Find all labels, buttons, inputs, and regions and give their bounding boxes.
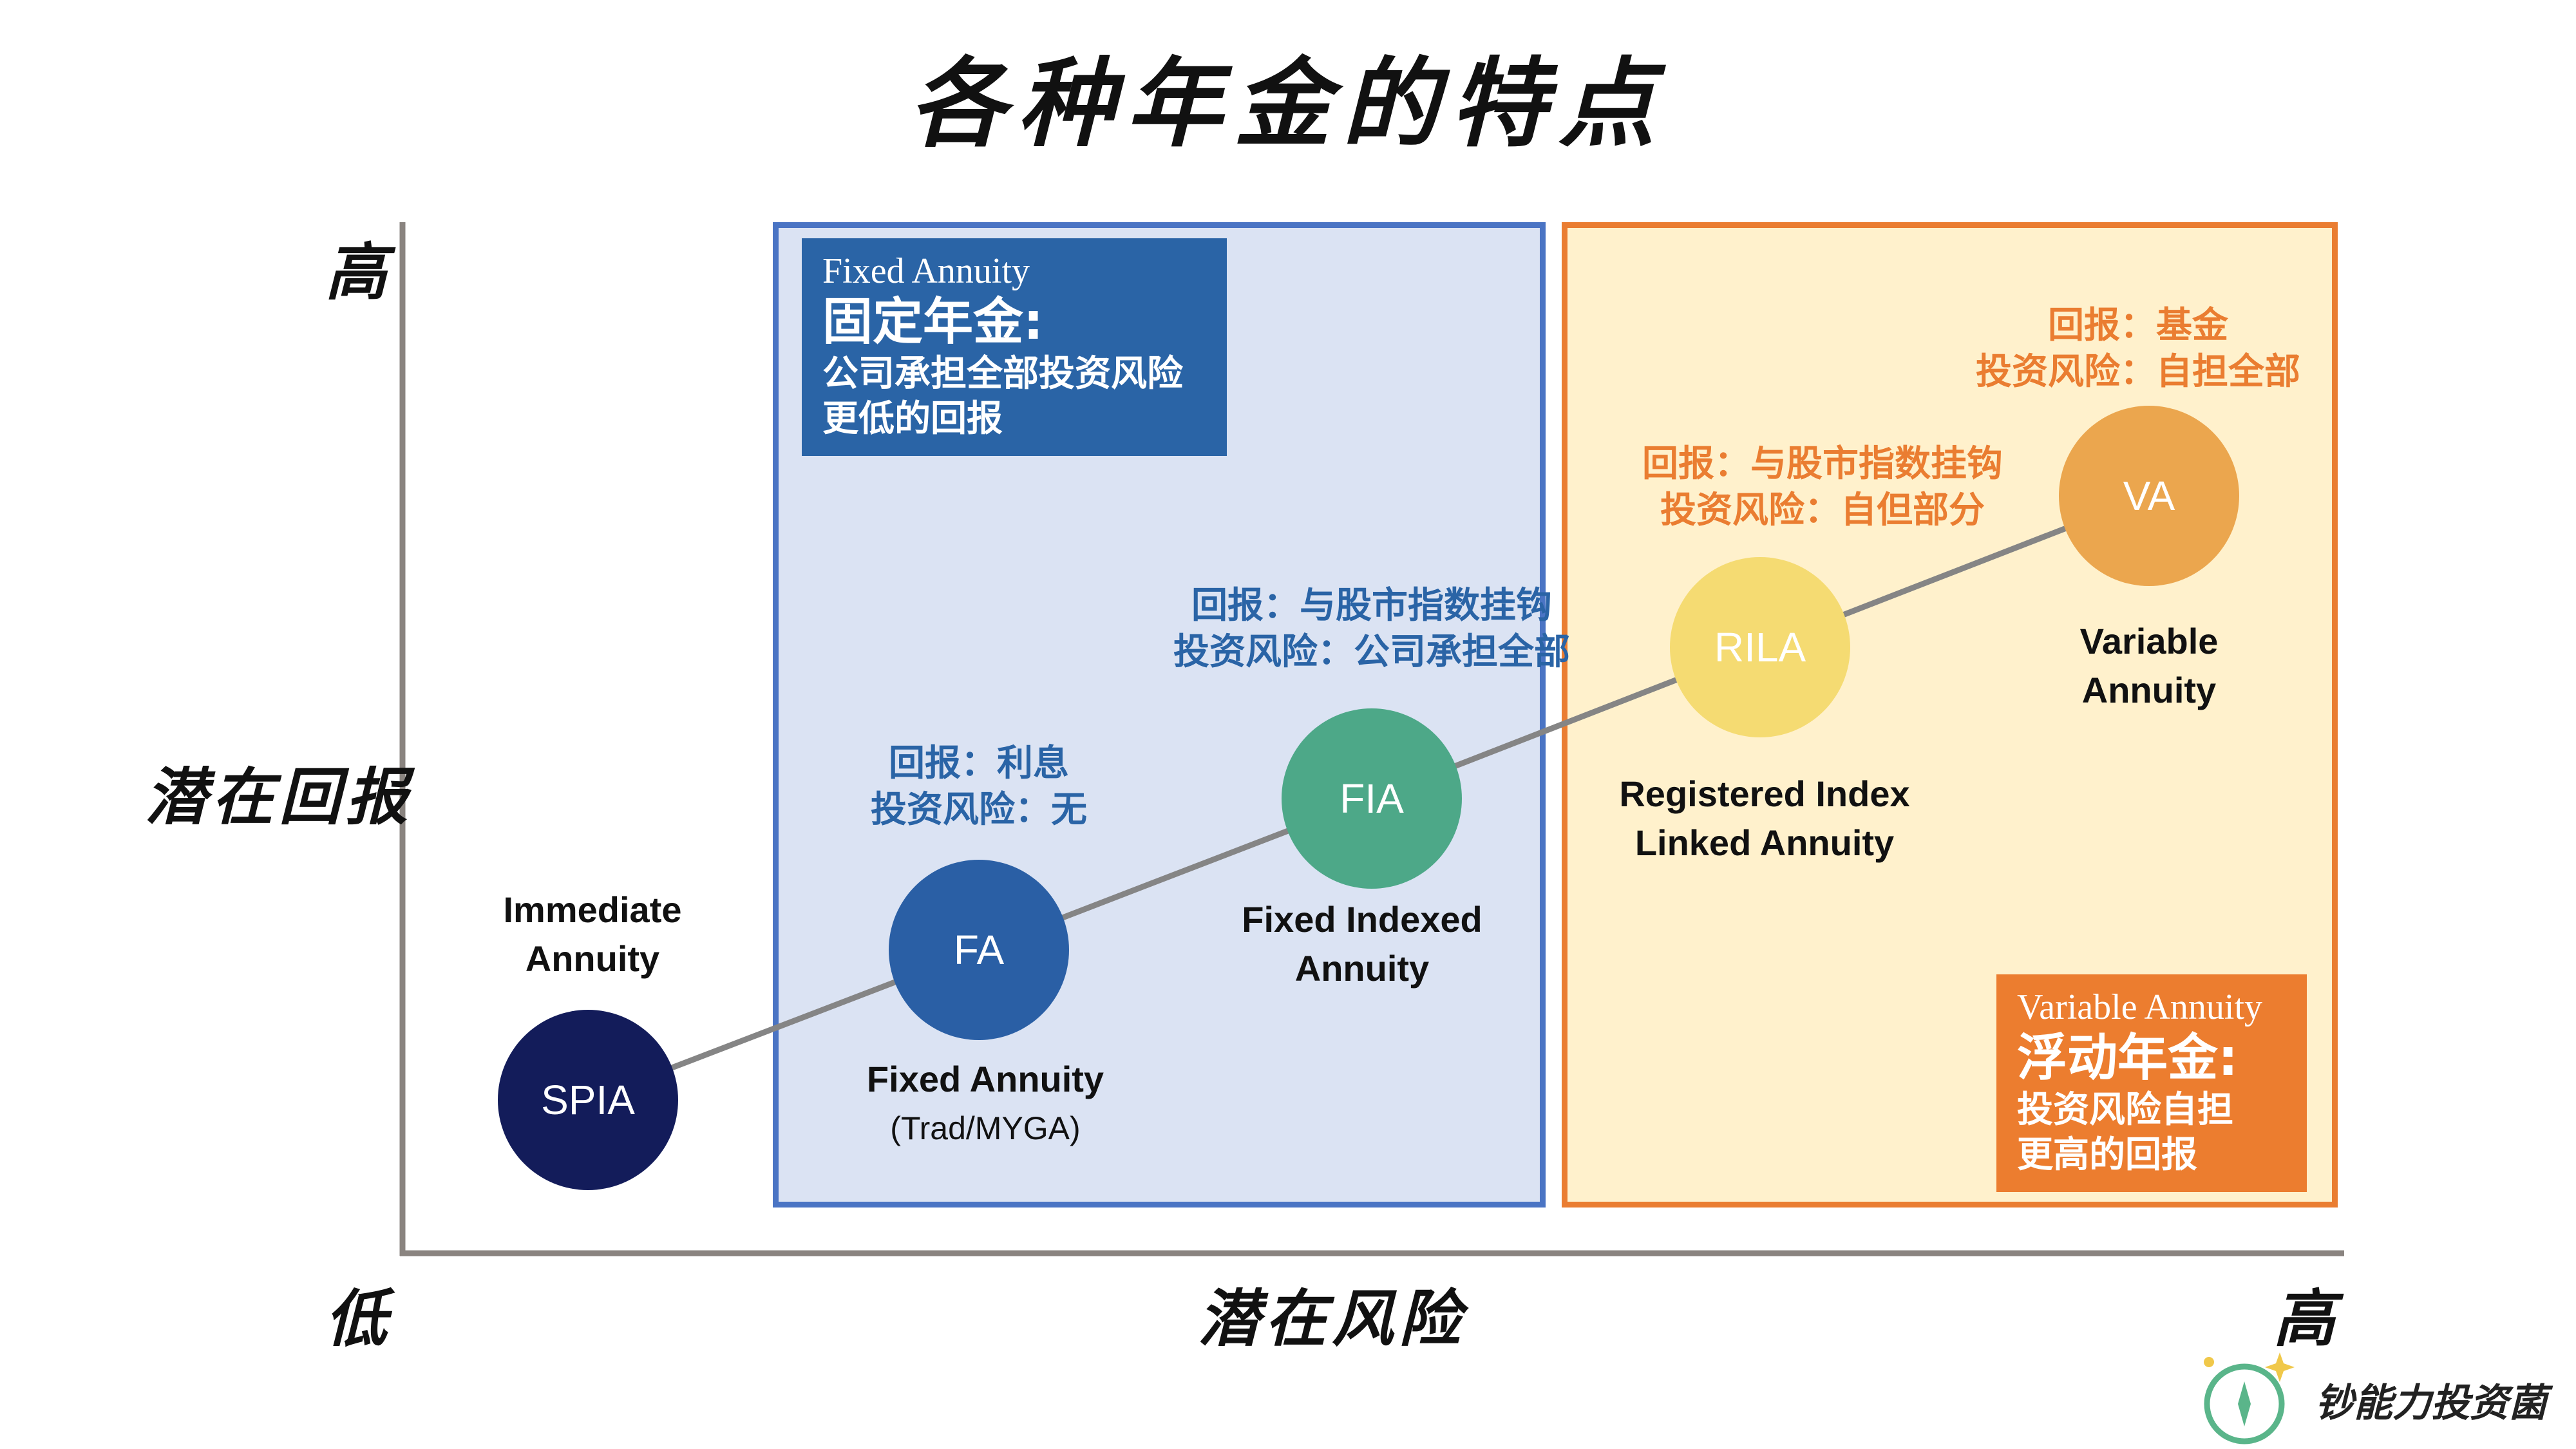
variable-annuity-cn-title: 浮动年金: [2017,1029,2239,1087]
variable-annuity-desc-1: 投资风险自担 [2017,1089,2233,1131]
watermark-text: 钞能力投资菌 [2315,1381,2547,1426]
rila-feature: 回报：与股市指数挂钩 投资风险：自但部分 [1571,441,2074,534]
rila-feature-risk: 投资风险：自但部分 [1660,489,1985,531]
fixed-annuity-desc-2: 更低的回报 [822,398,1003,440]
fia-feature: 回报：与股市指数挂钩 投资风险：公司承担全部 [1095,583,1649,676]
fa-feature-return: 回报：利息 [889,743,1069,784]
rila-label-line-1: Registered Index [1619,773,1910,814]
fia-node: FIA [1282,708,1462,889]
fixed-annuity-info-box: Fixed Annuity 固定年金: 公司承担全部投资风险 更低的回报 [802,238,1227,456]
variable-annuity-info-box: Variable Annuity 浮动年金: 投资风险自担 更高的回报 [1996,974,2307,1192]
fia-label-line-1: Fixed Indexed [1242,899,1482,940]
diagram-title: 各种年金的特点 [909,48,1667,160]
y-axis-title: 潜在回报 [145,761,413,833]
rila-feature-return: 回报：与股市指数挂钩 [1642,443,2003,485]
fixed-annuity-cn-title: 固定年金: [822,293,1044,351]
coin-sparkle-icon [2204,1352,2295,1444]
fia-feature-return: 回报：与股市指数挂钩 [1191,585,1552,627]
rila-label: Registered Index Linked Annuity [1584,770,1945,867]
spia-label: Immediate Annuity [451,886,734,983]
fa-feature-risk: 投资风险：无 [871,789,1087,831]
variable-annuity-desc-2: 更高的回报 [2017,1134,2197,1176]
rila-node: RILA [1670,557,1850,737]
fia-label-line-2: Annuity [1294,948,1430,989]
variable-annuity-en-title: Variable Annuity [2017,987,2263,1027]
x-axis-title: 潜在风险 [1198,1283,1466,1355]
spia-label-line-1: Immediate [503,889,682,930]
va-feature: 回报：基金 投资风险：自担全部 [1958,303,2318,395]
origin-low-label: 低 [325,1283,387,1355]
fa-node: FA [889,860,1069,1040]
rila-label-line-2: Linked Annuity [1634,822,1895,863]
fia-label: Fixed Indexed Annuity [1195,895,1530,993]
va-label: Variable Annuity [2020,617,2278,715]
fixed-annuity-en-title: Fixed Annuity [822,251,1030,291]
fa-label: Fixed Annuity (Trad/MYGA) [786,1055,1185,1153]
va-feature-return: 回报：基金 [2048,305,2228,346]
fixed-annuity-desc-1: 公司承担全部投资风险 [822,353,1183,395]
va-node: VA [2059,406,2239,586]
va-label-line-2: Annuity [2081,670,2217,710]
spia-node: SPIA [498,1010,678,1190]
fa-feature: 回报：利息 投资风险：无 [786,741,1172,833]
fa-label-line-1: Fixed Annuity [866,1059,1104,1099]
va-feature-risk: 投资风险：自担全部 [1976,351,2300,393]
y-axis-high-label: 高 [325,236,387,308]
spia-label-line-2: Annuity [525,938,660,979]
x-axis-high-label: 高 [2273,1283,2335,1355]
fa-label-sub: (Trad/MYGA) [890,1110,1081,1146]
fia-feature-risk: 投资风险：公司承担全部 [1173,631,1570,673]
va-label-line-1: Variable [2079,621,2219,661]
